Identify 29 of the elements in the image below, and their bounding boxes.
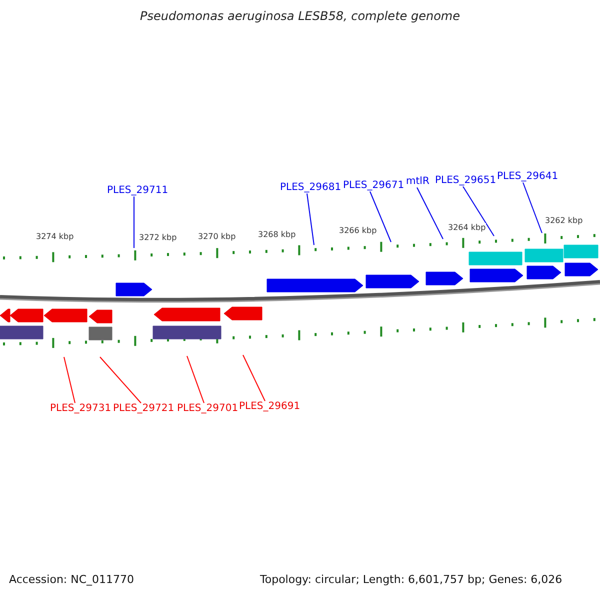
leader-line [100,356,142,404]
leader-line [416,187,444,240]
gene-label: PLES_29711 [107,185,168,196]
leader-line [306,193,314,246]
leader-line [242,354,266,402]
gene-label: PLES_29681 [280,182,342,194]
scale-label: 3266 kbp [339,226,377,236]
leader-line [370,191,392,242]
scale-label: 3264 kbp [448,223,486,232]
scale-label: 3274 kbp [36,232,74,242]
leader-line [462,186,494,236]
accession-text: Accession: NC_011770 [9,574,134,587]
gene-label: PLES_29721 [113,403,174,414]
gene-label: PLES_29671 [343,180,404,192]
scale-label: 3272 kbp [139,233,177,242]
gene-label: PLES_29691 [239,401,300,412]
leader-line [186,356,204,404]
gene-label: PLES_29641 [497,171,558,182]
gene-label: mtlR [406,176,430,188]
leader-line [64,356,76,404]
leader-line [522,182,542,234]
genome-stats-text: Topology: circular; Length: 6,601,757 bp; Genes: 6,026 [260,574,562,587]
map-title: Pseudomonas aeruginosa LESB58, complete genome [139,10,461,24]
scale-label: 3268 kbp [258,230,296,240]
gene-label: PLES_29651 [435,175,496,186]
gene-label: PLES_29731 [50,403,112,414]
gene-label: PLES_29701 [177,403,238,414]
scale-label: 3262 kbp [545,216,583,226]
scale-label: 3270 kbp [198,232,236,242]
